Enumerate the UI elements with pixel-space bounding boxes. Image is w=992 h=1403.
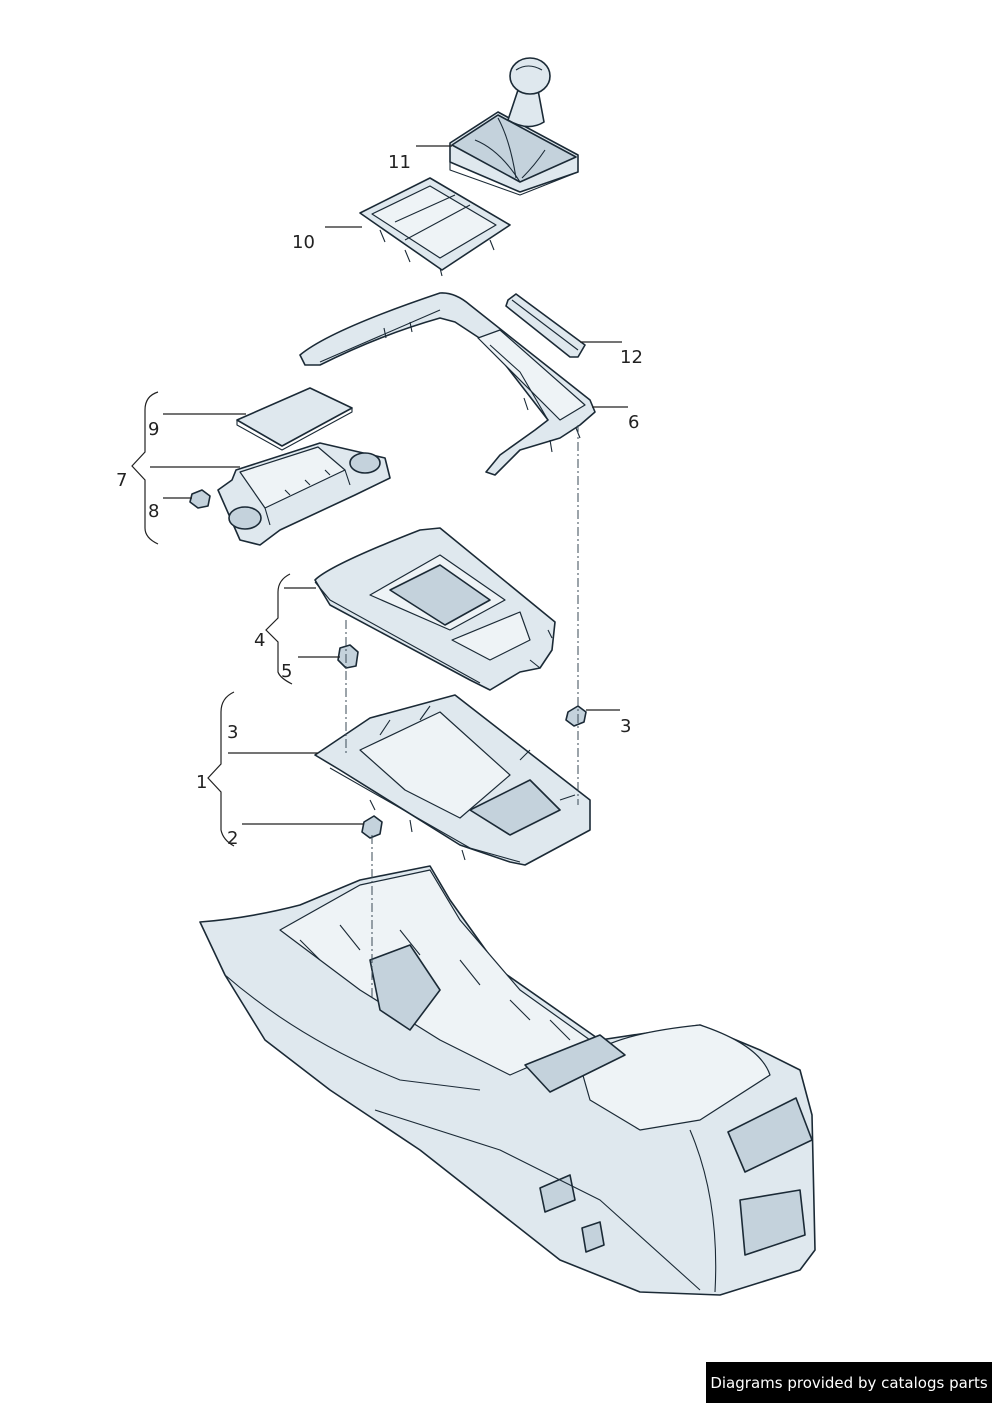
- storage-tray[interactable]: [217, 442, 391, 546]
- clip-2[interactable]: [361, 815, 383, 839]
- callout-7: 7: [116, 470, 127, 491]
- callout-1: 1: [196, 772, 207, 793]
- callout-6: 6: [628, 412, 639, 433]
- leader-lines: [150, 145, 628, 825]
- alignment-lines: [345, 425, 579, 1000]
- grouping-brackets: [131, 391, 293, 847]
- callout-8: 8: [148, 501, 159, 522]
- trim-panel-large[interactable]: [299, 292, 596, 476]
- callout-2: 2: [227, 828, 238, 849]
- clip-3-right[interactable]: [565, 705, 587, 727]
- callout-12: 12: [620, 347, 643, 368]
- cover-lid[interactable]: [236, 387, 353, 451]
- trim-strip[interactable]: [505, 293, 586, 358]
- credit-banner: Diagrams provided by catalogs parts: [706, 1362, 992, 1403]
- clip-5[interactable]: [337, 644, 359, 669]
- mounting-bracket[interactable]: [314, 694, 591, 866]
- callout-3-right: 3: [620, 716, 631, 737]
- callout-11: 11: [388, 152, 411, 173]
- callout-3-left: 3: [227, 722, 238, 743]
- callout-5: 5: [281, 661, 292, 682]
- gear-knob-boot[interactable]: [449, 57, 579, 196]
- center-console-body[interactable]: [199, 865, 816, 1296]
- gear-surround-cover[interactable]: [314, 527, 556, 691]
- callout-10: 10: [292, 232, 315, 253]
- callout-4: 4: [254, 630, 265, 651]
- callout-9: 9: [148, 419, 159, 440]
- trim-frame[interactable]: [359, 177, 511, 277]
- clip-8[interactable]: [189, 489, 211, 509]
- callout-labels: 11 10 12 6 9 7 8 4 5 3 3 1 2: [116, 152, 643, 849]
